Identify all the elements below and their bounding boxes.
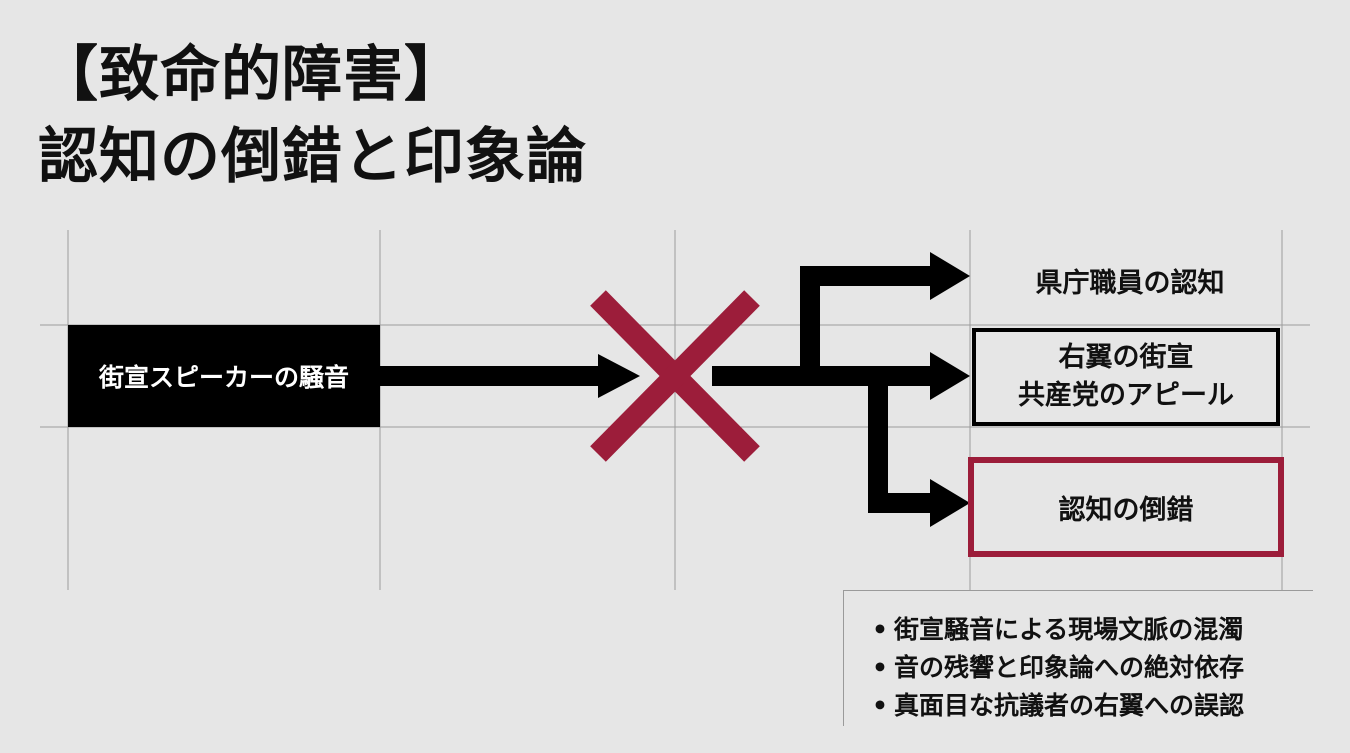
output-staff-perception: 県庁職員の認知: [980, 248, 1280, 312]
output-cognitive-inversion: 認知の倒錯: [968, 457, 1284, 557]
title-line-2: 認知の倒錯と印象論: [38, 122, 587, 192]
output-label-line-1: 右翼の街宣: [1058, 342, 1194, 373]
bullet-icon: •: [872, 691, 888, 720]
bullet-icon: •: [872, 615, 888, 644]
source-label: 街宣スピーカーの騒音: [98, 363, 349, 392]
source-box: 街宣スピーカーの騒音: [68, 325, 380, 427]
note-item: •真面目な抗議者の右翼への誤認: [872, 687, 1313, 725]
output-rightwing-communist: 右翼の街宣 共産党のアピール: [972, 328, 1280, 426]
note-item: •街宣騒音による現場文脈の混濁: [872, 611, 1313, 649]
output-label: 県庁職員の認知: [1035, 267, 1225, 299]
bullet-icon: •: [872, 653, 888, 682]
branch-arrows: [712, 266, 935, 513]
input-arrow: [380, 354, 640, 398]
arrow-heads: [930, 252, 970, 527]
output-label: 認知の倒錯: [1058, 494, 1194, 526]
note-item: •音の残響と印象論への絶対依存: [872, 649, 1313, 687]
output-label-line-2: 共産党のアピール: [1018, 380, 1234, 411]
cross-mark: [590, 290, 760, 462]
notes-panel: •街宣騒音による現場文脈の混濁 •音の残響と印象論への絶対依存 •真面目な抗議者…: [843, 590, 1313, 726]
title-line-1: 【致命的障害】: [38, 40, 465, 110]
